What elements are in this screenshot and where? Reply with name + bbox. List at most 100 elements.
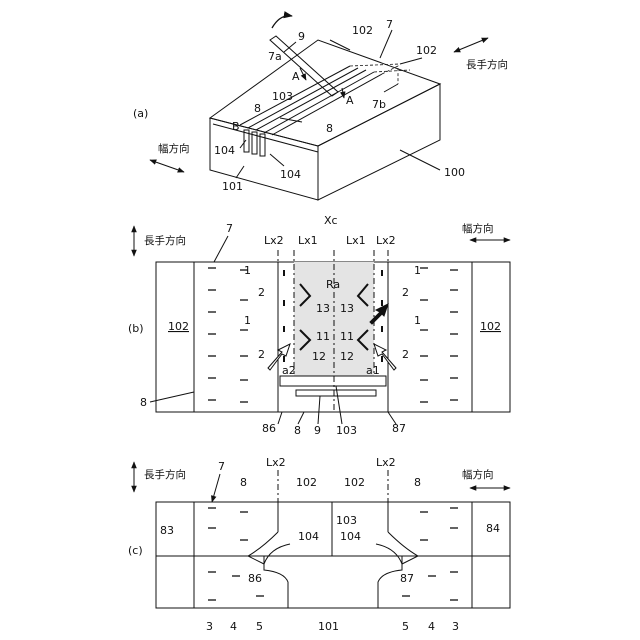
leader	[298, 412, 304, 424]
tape-dotted-line	[350, 64, 400, 66]
ref-a1: a1	[366, 364, 380, 377]
ref-2-upper-right: 2	[402, 286, 409, 299]
longitudinal-direction-label: 長手方向	[144, 468, 186, 481]
ref-9: 9	[314, 424, 321, 437]
flap-right	[376, 532, 418, 564]
tape-end-7b	[382, 66, 398, 84]
ref-102-b: 102	[416, 44, 437, 57]
ref-1-upper-left: 1	[244, 264, 251, 277]
ref-87: 87	[392, 422, 406, 435]
panel-c-label: (c)	[128, 544, 143, 557]
notch-86-edge	[264, 556, 288, 608]
ref-7b: 7b	[372, 98, 386, 111]
perforations	[208, 508, 458, 600]
ref-5-right: 5	[402, 620, 409, 633]
ref-104-right: 104	[340, 530, 361, 543]
ref-7a: 7a	[268, 50, 282, 63]
ref-12-right: 12	[340, 350, 354, 363]
ref-a2: a2	[282, 364, 296, 377]
leader	[400, 58, 422, 64]
width-direction-arrow	[150, 160, 184, 172]
ref-86: 86	[262, 422, 276, 435]
leader	[400, 150, 440, 170]
ref-B: B	[232, 120, 240, 133]
leader	[336, 386, 342, 424]
ref-8-side: 8	[140, 396, 147, 409]
ref-104-left: 104	[298, 530, 319, 543]
ref-8-b: 8	[326, 122, 333, 135]
ref-8-bottom: 8	[294, 424, 301, 437]
ref-103: 103	[336, 514, 357, 527]
leader	[236, 166, 244, 178]
panel-b: (b) 長手方向 幅方向 Xc Lx2 Lx1 Lx1 Lx2 7 Ra	[128, 214, 510, 437]
ref-4-left: 4	[230, 620, 237, 633]
tape-strip	[280, 376, 386, 386]
ref-3-right: 3	[452, 620, 459, 633]
ref-8-left: 8	[240, 476, 247, 489]
panel-c: (c) 長手方向 幅方向 Lx2 Lx2	[128, 456, 510, 633]
ref-1-mid-right: 1	[414, 314, 421, 327]
flap-left	[248, 532, 290, 564]
pull-tab	[270, 36, 338, 96]
ref-7: 7	[386, 18, 393, 31]
panel-a: (a)	[133, 16, 508, 200]
ref-102-left: 102	[168, 320, 189, 333]
ref-11-left: 11	[316, 330, 330, 343]
notch-87-edge	[378, 556, 402, 608]
leader	[212, 474, 220, 502]
pull-tab-9	[296, 390, 376, 396]
ref-8-right: 8	[414, 476, 421, 489]
strip-line	[248, 68, 358, 128]
label-Lx1-left: Lx1	[298, 234, 318, 247]
width-direction-label: 幅方向	[158, 142, 190, 155]
perforations-left	[208, 268, 248, 402]
ref-13-left: 13	[316, 302, 330, 315]
ref-A-2: A	[346, 94, 354, 107]
ref-102-left: 102	[296, 476, 317, 489]
ref-8-a: 8	[254, 102, 261, 115]
ref-5-left: 5	[256, 620, 263, 633]
ref-84: 84	[486, 522, 500, 535]
width-direction-label: 幅方向	[462, 468, 494, 481]
ref-2-upper-left: 2	[258, 286, 265, 299]
leader	[150, 392, 194, 402]
ref-83: 83	[160, 524, 174, 537]
longitudinal-direction-label: 長手方向	[144, 234, 186, 247]
label-Lx2-right: Lx2	[376, 456, 396, 469]
ref-3-left: 3	[206, 620, 213, 633]
ref-102-right: 102	[480, 320, 501, 333]
width-direction-label: 幅方向	[462, 222, 494, 235]
leader	[380, 30, 392, 58]
ref-12-left: 12	[312, 350, 326, 363]
product-block	[210, 16, 440, 200]
leader	[384, 84, 398, 92]
pull-direction-arrow	[272, 16, 292, 28]
leader	[318, 396, 320, 424]
ref-86: 86	[248, 572, 262, 585]
longitudinal-direction-label: 長手方向	[466, 58, 508, 71]
ref-2-lower-right: 2	[402, 348, 409, 361]
ref-Xc: Xc	[324, 214, 338, 227]
ref-104-a: 104	[214, 144, 235, 157]
ref-102-right: 102	[344, 476, 365, 489]
leader	[284, 42, 296, 52]
leader	[270, 154, 284, 166]
ref-11-right: 11	[340, 330, 354, 343]
label-Lx2-right: Lx2	[376, 234, 396, 247]
ref-102-a: 102	[352, 24, 373, 37]
perforations-right	[420, 268, 458, 402]
ref-Ra: Ra	[326, 278, 340, 291]
ref-1-upper-right: 1	[414, 264, 421, 277]
ref-87: 87	[400, 572, 414, 585]
longitudinal-direction-arrow	[454, 38, 488, 52]
leader	[278, 412, 282, 424]
panel-a-label: (a)	[133, 107, 148, 120]
panel-b-label: (b)	[128, 322, 144, 335]
ref-9: 9	[298, 30, 305, 43]
leader	[214, 236, 228, 262]
ref-A-1: A	[292, 70, 300, 83]
ref-103: 103	[272, 90, 293, 103]
ref-7: 7	[218, 460, 225, 473]
ref-1-mid-left: 1	[244, 314, 251, 327]
